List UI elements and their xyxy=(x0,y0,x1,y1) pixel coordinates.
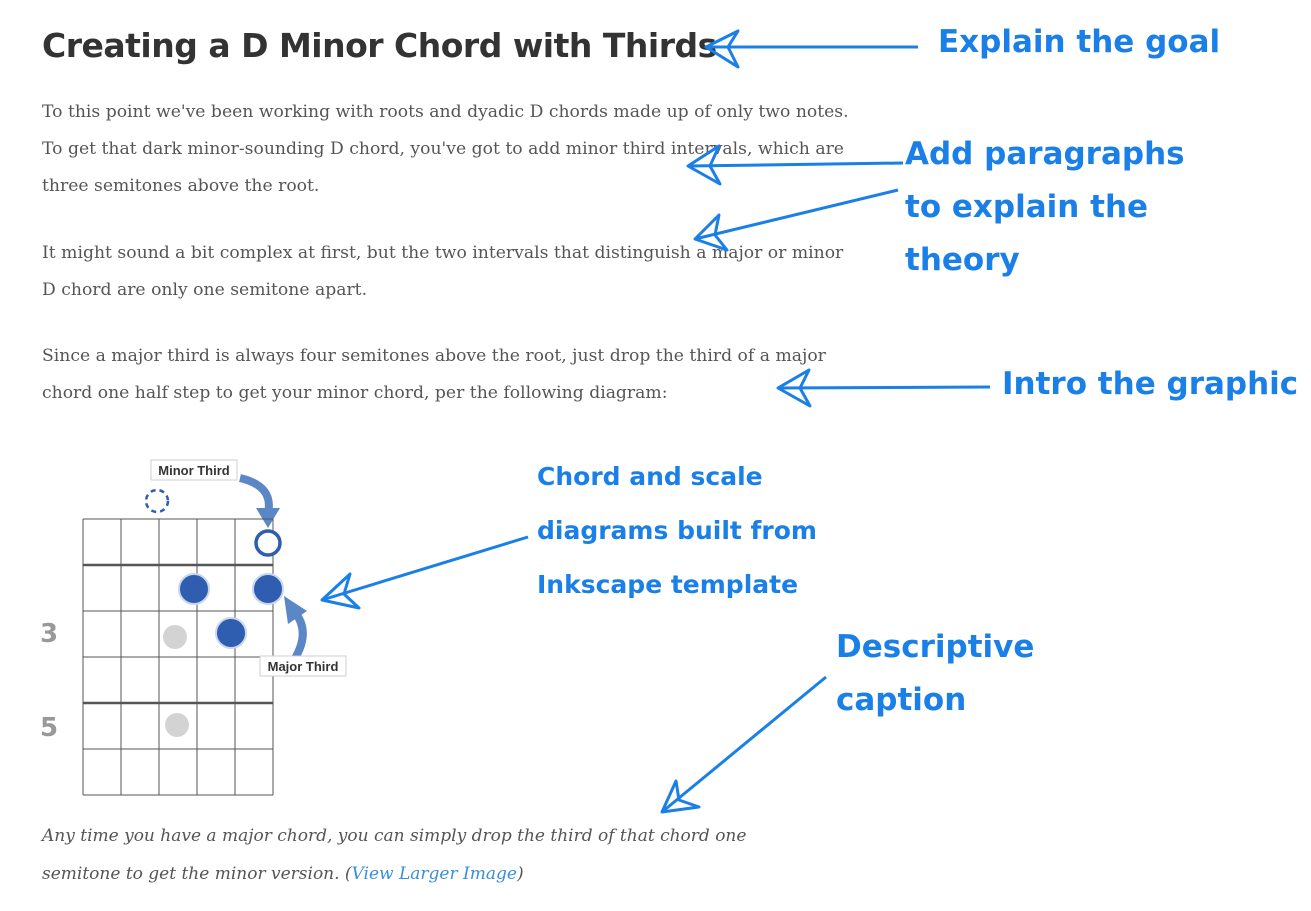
annotation-line: Inkscape template xyxy=(537,570,799,599)
view-larger-image-link[interactable]: View Larger Image xyxy=(351,864,517,884)
arrow-line-caption xyxy=(661,675,827,814)
annotation-intro-graphic: Intro the graphic xyxy=(1002,366,1299,402)
annotation-line: Chord and scale xyxy=(537,462,763,491)
arrow-head-caption xyxy=(660,779,701,814)
arrow-head-paragraph-2 xyxy=(693,213,729,252)
major-third-label: Major Third xyxy=(268,659,339,674)
annotation-line: Descriptive xyxy=(836,629,1035,665)
dashed-circle-minor-third xyxy=(144,488,170,514)
ghost-dot-fret5 xyxy=(165,713,189,737)
curved-arrowhead-minor-third xyxy=(256,508,280,528)
paragraph-diagram-intro: Since a major third is always four semit… xyxy=(42,346,826,403)
annotation-descriptive-caption: Descriptive caption xyxy=(836,621,1034,727)
arrow-line-paragraph-2 xyxy=(694,188,899,241)
chord-dot xyxy=(215,617,247,649)
arrow-head-goal xyxy=(704,29,740,69)
chord-dot xyxy=(252,573,284,605)
arrow-line-intro xyxy=(777,385,991,390)
caption-text: Any time you have a major chord, you can… xyxy=(42,826,747,884)
curved-arrowhead-major-third xyxy=(284,596,307,624)
major-third-label-box xyxy=(259,655,347,677)
annotation-explain-goal: Explain the goal xyxy=(938,24,1221,60)
minor-third-target-circle xyxy=(254,529,282,557)
annotation-line: to explain the xyxy=(905,189,1149,225)
fret-number-5: 5 xyxy=(40,713,58,743)
annotation-line: theory xyxy=(905,242,1020,278)
arrow-line-chord xyxy=(321,535,529,602)
article-title: Creating a D Minor Chord with Thirds xyxy=(42,26,717,65)
minor-third-label: Minor Third xyxy=(158,463,230,478)
annotation-line: diagrams built from xyxy=(537,516,817,545)
arrow-head-chord xyxy=(320,572,361,610)
annotation-add-paragraphs: Add paragraphs to explain the theory xyxy=(905,128,1185,287)
paragraph-interval-difference: It might sound a bit complex at first, b… xyxy=(42,243,844,300)
arrow-head-intro xyxy=(776,368,812,408)
caption-suffix: ) xyxy=(516,864,524,884)
annotation-line: caption xyxy=(836,682,967,718)
minor-third-label-box xyxy=(150,459,238,481)
chord-dot xyxy=(178,573,210,605)
ghost-dot-fret3 xyxy=(163,625,187,649)
annotation-line: Add paragraphs xyxy=(905,136,1185,172)
annotation-chord-diagrams: Chord and scale diagrams built from Inks… xyxy=(537,450,817,612)
figure-caption: Any time you have a major chord, you can… xyxy=(42,817,822,893)
fretboard-grid xyxy=(82,518,274,796)
arrow-line-paragraph-1 xyxy=(687,161,904,168)
arrow-head-paragraph-1 xyxy=(686,144,722,186)
fret-number-3: 3 xyxy=(40,619,58,649)
paragraph-chord-intro: To this point we've been working with ro… xyxy=(42,102,849,196)
chord-diagram: Minor Third Major Third 3 5 xyxy=(40,459,347,796)
